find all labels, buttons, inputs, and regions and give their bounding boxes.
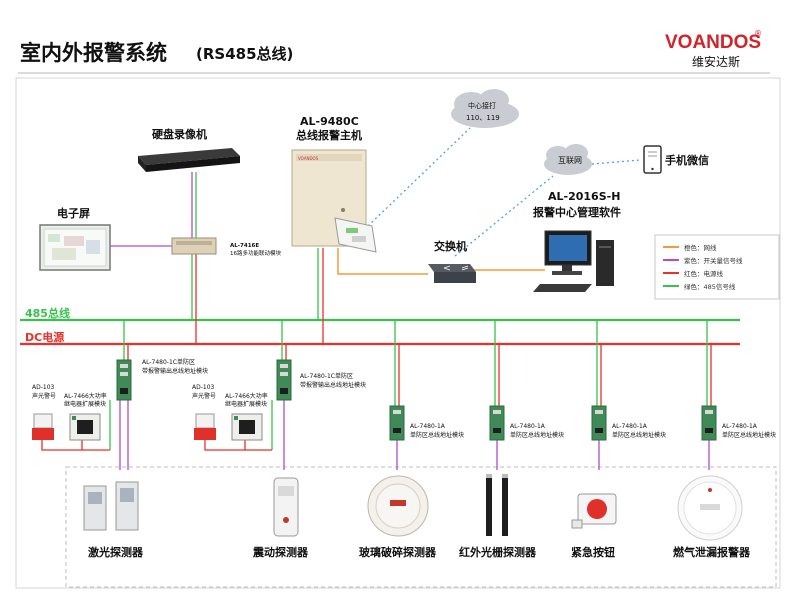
m1c-module-right xyxy=(276,359,292,401)
center-cloud xyxy=(451,89,519,128)
host-model: AL-9480C xyxy=(300,115,359,128)
m1a-module-3 xyxy=(591,405,607,441)
relay-right-power-wire xyxy=(244,440,272,451)
phone-wechat-label: 手机微信 xyxy=(665,153,709,167)
m1c-right-model: AL-7480-1C单防区 xyxy=(300,372,353,380)
relay-left-device xyxy=(69,413,101,441)
legend-label: 红色：电源线 xyxy=(684,269,724,278)
legend-label: 橙色：网线 xyxy=(684,243,717,252)
internet-label: 互联网 xyxy=(558,156,582,165)
dc-power-label: DC电源 xyxy=(25,330,64,344)
detector-area xyxy=(65,466,777,588)
detector-label-emergency: 紧急按钮 xyxy=(571,545,615,559)
infrared-grating-device xyxy=(486,474,508,536)
m1a-module-4 xyxy=(701,405,717,441)
m1a-1-model: AL-7480-1A xyxy=(410,423,446,430)
legend-box xyxy=(654,234,780,300)
keypad-device xyxy=(334,217,377,253)
rs485-bus-label: 485总线 xyxy=(25,306,70,320)
m1a-drop-3 xyxy=(596,320,602,470)
diagram-frame xyxy=(15,77,781,589)
relay-left-model: AL-7466大功率 xyxy=(64,392,107,400)
siren-left-device xyxy=(32,413,54,440)
relay-right-desc: 继电器扩展模块 xyxy=(225,400,267,408)
m1a-4-model: AL-7480-1A xyxy=(722,423,758,430)
switch-label: 交换机 xyxy=(434,239,467,253)
screen-device xyxy=(39,224,111,271)
m1a-drop-4 xyxy=(706,320,712,470)
detector-label-infrared: 红外光栅探测器 xyxy=(459,545,537,559)
page-title: 室内外报警系统 xyxy=(20,41,167,65)
m1a-drop-2 xyxy=(494,320,500,470)
switch-internet-link xyxy=(454,175,554,257)
center-call-numbers: 110、119 xyxy=(466,114,500,122)
siren-left-model: AD-103 xyxy=(32,384,55,391)
m1a-drop-1 xyxy=(394,320,400,470)
center-call-label: 中心接打 xyxy=(468,101,496,110)
m1a-3-desc: 单防区总线地址模块 xyxy=(612,431,666,439)
relay-right-model: AL-7466大功率 xyxy=(225,392,268,400)
m1c-right-desc: 带报警输出总线地址模块 xyxy=(300,381,366,389)
detector-label-vibration: 震动探测器 xyxy=(252,545,309,559)
emergency-button-device xyxy=(571,493,617,529)
m1a-4-desc: 单防区总线地址模块 xyxy=(722,431,776,439)
linkage-module xyxy=(171,237,217,255)
screen-label: 电子屏 xyxy=(57,206,90,220)
detector-label-laser: 激光探测器 xyxy=(88,545,144,559)
alarm-host-device: VOANDOS xyxy=(291,149,367,247)
detector-label-glass: 玻璃破碎探测器 xyxy=(359,545,437,559)
relay-left-desc: 继电器扩展模块 xyxy=(64,400,106,408)
vibration-detector-device xyxy=(273,477,299,537)
software-model: AL-2016S-H xyxy=(548,190,620,203)
gas-leak-detector-device xyxy=(677,475,743,541)
nvr-device xyxy=(138,148,240,172)
page-subtitle: (RS485总线) xyxy=(196,45,293,63)
svg-text:VOANDOS: VOANDOS xyxy=(298,156,319,161)
m1a-3-model: AL-7480-1A xyxy=(612,423,648,430)
siren-right-name: 声光警号 xyxy=(192,392,216,400)
m1a-module-1 xyxy=(389,405,405,441)
laser-detector-device xyxy=(83,481,139,531)
m1a-2-model: AL-7480-1A xyxy=(510,423,546,430)
detector-label-gas: 燃气泄漏报警器 xyxy=(672,545,751,559)
linkage-model: AL-7416E xyxy=(230,243,259,249)
relay-left-power-wire xyxy=(81,440,110,451)
host-center-link xyxy=(367,127,471,227)
siren-left-name: 声光警号 xyxy=(32,392,56,400)
siren-right-model: AD-103 xyxy=(192,384,215,391)
pc-device xyxy=(533,230,614,292)
legend-label: 绿色：485信号线 xyxy=(684,282,736,291)
siren-right-device xyxy=(194,413,216,440)
switch-device xyxy=(428,264,476,283)
m1c-left-desc: 带报警输出总线地址模块 xyxy=(142,367,208,375)
brand-cn-name: 维安达斯 xyxy=(692,54,740,69)
legend-label: 紫色：开关量信号线 xyxy=(684,256,743,265)
glass-break-detector-device xyxy=(367,475,429,537)
internet-cloud xyxy=(544,144,592,175)
linkage-desc: 16路多功能联动模块 xyxy=(230,249,281,257)
internet-phone-link xyxy=(591,159,641,165)
nvr-label: 硬盘录像机 xyxy=(152,127,207,141)
m1c-left-model: AL-7480-1C单防区 xyxy=(142,358,195,366)
software-name: 报警中心管理软件 xyxy=(533,205,621,219)
m1a-1-desc: 单防区总线地址模块 xyxy=(410,431,464,439)
host-network-wire xyxy=(337,248,428,275)
brand-logo: VOANDOS xyxy=(665,32,761,53)
m1a-2-desc: 单防区总线地址模块 xyxy=(510,431,564,439)
siren-left-power-wire xyxy=(41,440,82,451)
relay-right-device xyxy=(231,413,263,441)
m1a-module-2 xyxy=(489,405,505,441)
siren-right-power-wire xyxy=(204,440,245,451)
m1c-module-left xyxy=(116,359,132,401)
brand-registered-mark: ® xyxy=(754,29,762,38)
phone-icon xyxy=(643,145,662,174)
host-name: 总线报警主机 xyxy=(296,128,362,142)
